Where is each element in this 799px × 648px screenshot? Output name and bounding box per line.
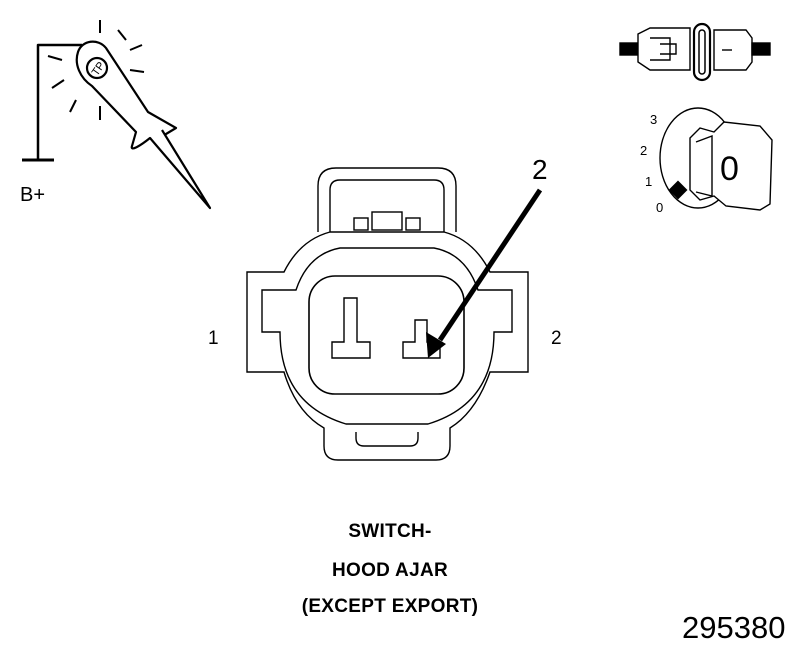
lamp-icon <box>85 56 109 80</box>
key-position-marker <box>668 180 688 200</box>
caption-line-1: SWITCH- <box>348 521 432 542</box>
pin-2-label: 2 <box>551 328 562 349</box>
connector-face <box>246 167 529 461</box>
ignition-position-3: 3 <box>650 112 658 127</box>
light-rays <box>47 20 145 120</box>
terminal-1 <box>331 297 371 359</box>
ignition-position-0: 0 <box>656 200 664 215</box>
connector-latch <box>317 167 457 232</box>
key-position-label: 0 <box>720 150 739 188</box>
caption-line-2: HOOD AJAR <box>331 560 448 581</box>
ignition-position-1: 1 <box>645 174 653 189</box>
ignition-position-2: 2 <box>640 143 648 158</box>
pin-1-label: 1 <box>208 328 219 349</box>
probe-needle <box>149 129 212 210</box>
callout-label: 2 <box>532 154 548 185</box>
supply-wire <box>36 43 82 160</box>
key-head <box>689 121 773 211</box>
supply-label: B+ <box>20 184 46 206</box>
ignition-key-icon <box>659 107 773 211</box>
figure-number: 295380 <box>682 610 786 645</box>
callout-arrow <box>426 188 543 358</box>
caption-line-3: (EXCEPT EXPORT) <box>301 596 479 617</box>
test-light-probe-icon: TP <box>22 20 212 210</box>
disconnected-connector-icon <box>619 22 771 82</box>
